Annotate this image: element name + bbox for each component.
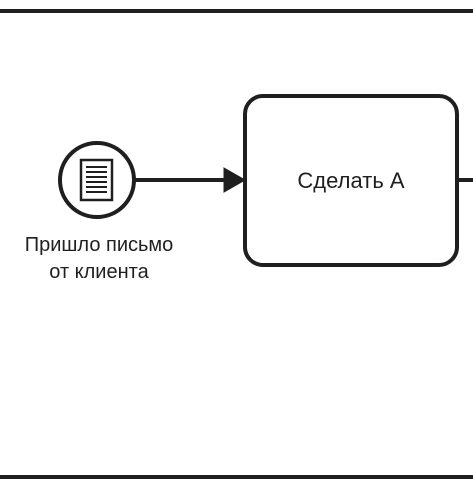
start-event-label-line1: Пришло письмо: [24, 234, 174, 256]
start-event[interactable]: [58, 141, 136, 219]
sequence-flow-arrow[interactable]: [135, 167, 247, 193]
start-event-label-line2: от клиента: [49, 261, 149, 283]
document-icon: [79, 158, 114, 202]
arrowhead-icon: [223, 167, 247, 193]
task-label: Сделать А: [297, 168, 405, 193]
start-event-label: Пришло письмо от клиента: [0, 232, 198, 286]
